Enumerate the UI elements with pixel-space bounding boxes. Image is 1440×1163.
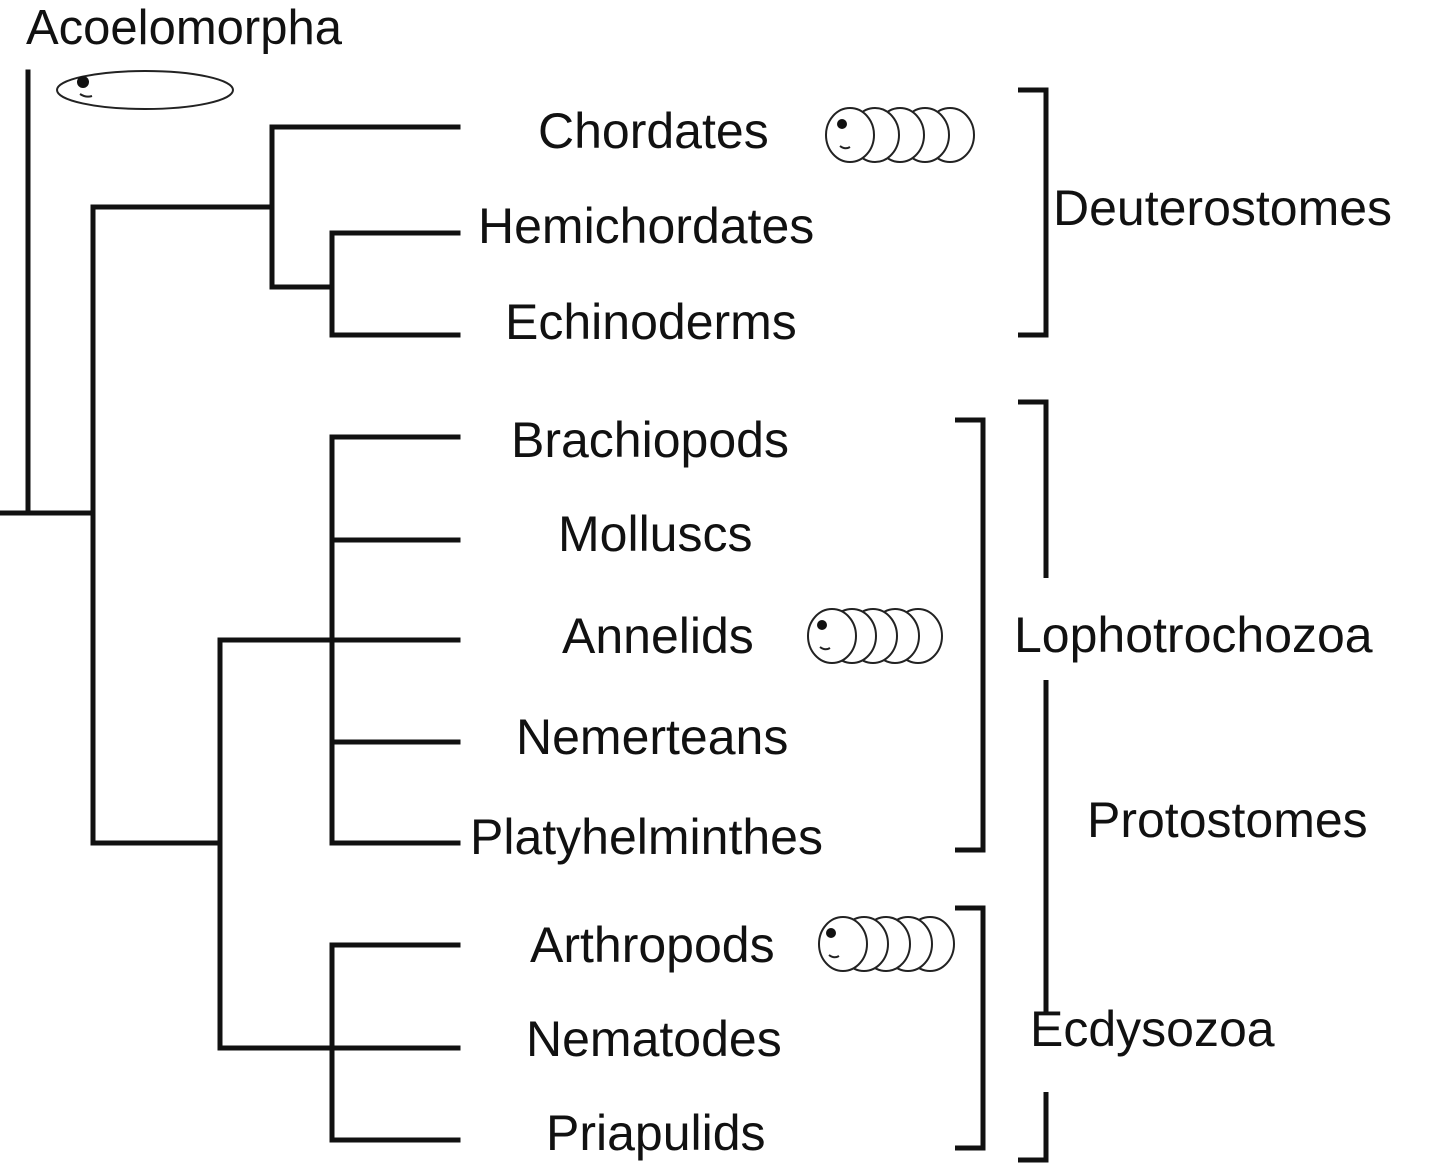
taxon-label-molluscs: Molluscs (558, 506, 753, 562)
taxon-label-priapulids: Priapulids (546, 1105, 766, 1161)
flatworm-oval-icon (56, 70, 234, 110)
group-label-lophotrochozoa: Lophotrochozoa (1014, 607, 1373, 663)
taxon-label-nematodes: Nematodes (526, 1011, 782, 1067)
taxon-label-brachiopods: Brachiopods (511, 412, 789, 468)
taxon-label-annelids: Annelids (562, 608, 754, 664)
acoelomorpha-label: Acoelomorpha (26, 1, 342, 55)
taxon-label-chordates: Chordates (538, 103, 769, 159)
lophotrochozoa-bracket (955, 417, 986, 853)
segmented-body-icon (818, 916, 955, 972)
group-label-ecdysozoa: Ecdysozoa (1030, 1001, 1275, 1057)
group-label-protostomes: Protostomes (1087, 792, 1368, 848)
segmented-body-icon (807, 608, 943, 664)
taxon-label-arthropods: Arthropods (530, 917, 775, 973)
segmented-body-icon (825, 107, 975, 163)
ecdysozoa-bracket (955, 905, 986, 1151)
taxon-label-echinoderms: Echinoderms (505, 294, 797, 350)
protostomes-bracket-bottom (1018, 1092, 1049, 1163)
taxon-label-platyhelminthes: Platyhelminthes (470, 809, 823, 865)
deuterostomes-bracket (1018, 87, 1049, 338)
taxon-label-nemerteans: Nemerteans (516, 709, 789, 765)
group-label-deuterostomes: Deuterostomes (1053, 180, 1393, 236)
protostomes-bracket-top (1018, 399, 1049, 578)
taxon-label-hemichordates: Hemichordates (478, 198, 815, 254)
